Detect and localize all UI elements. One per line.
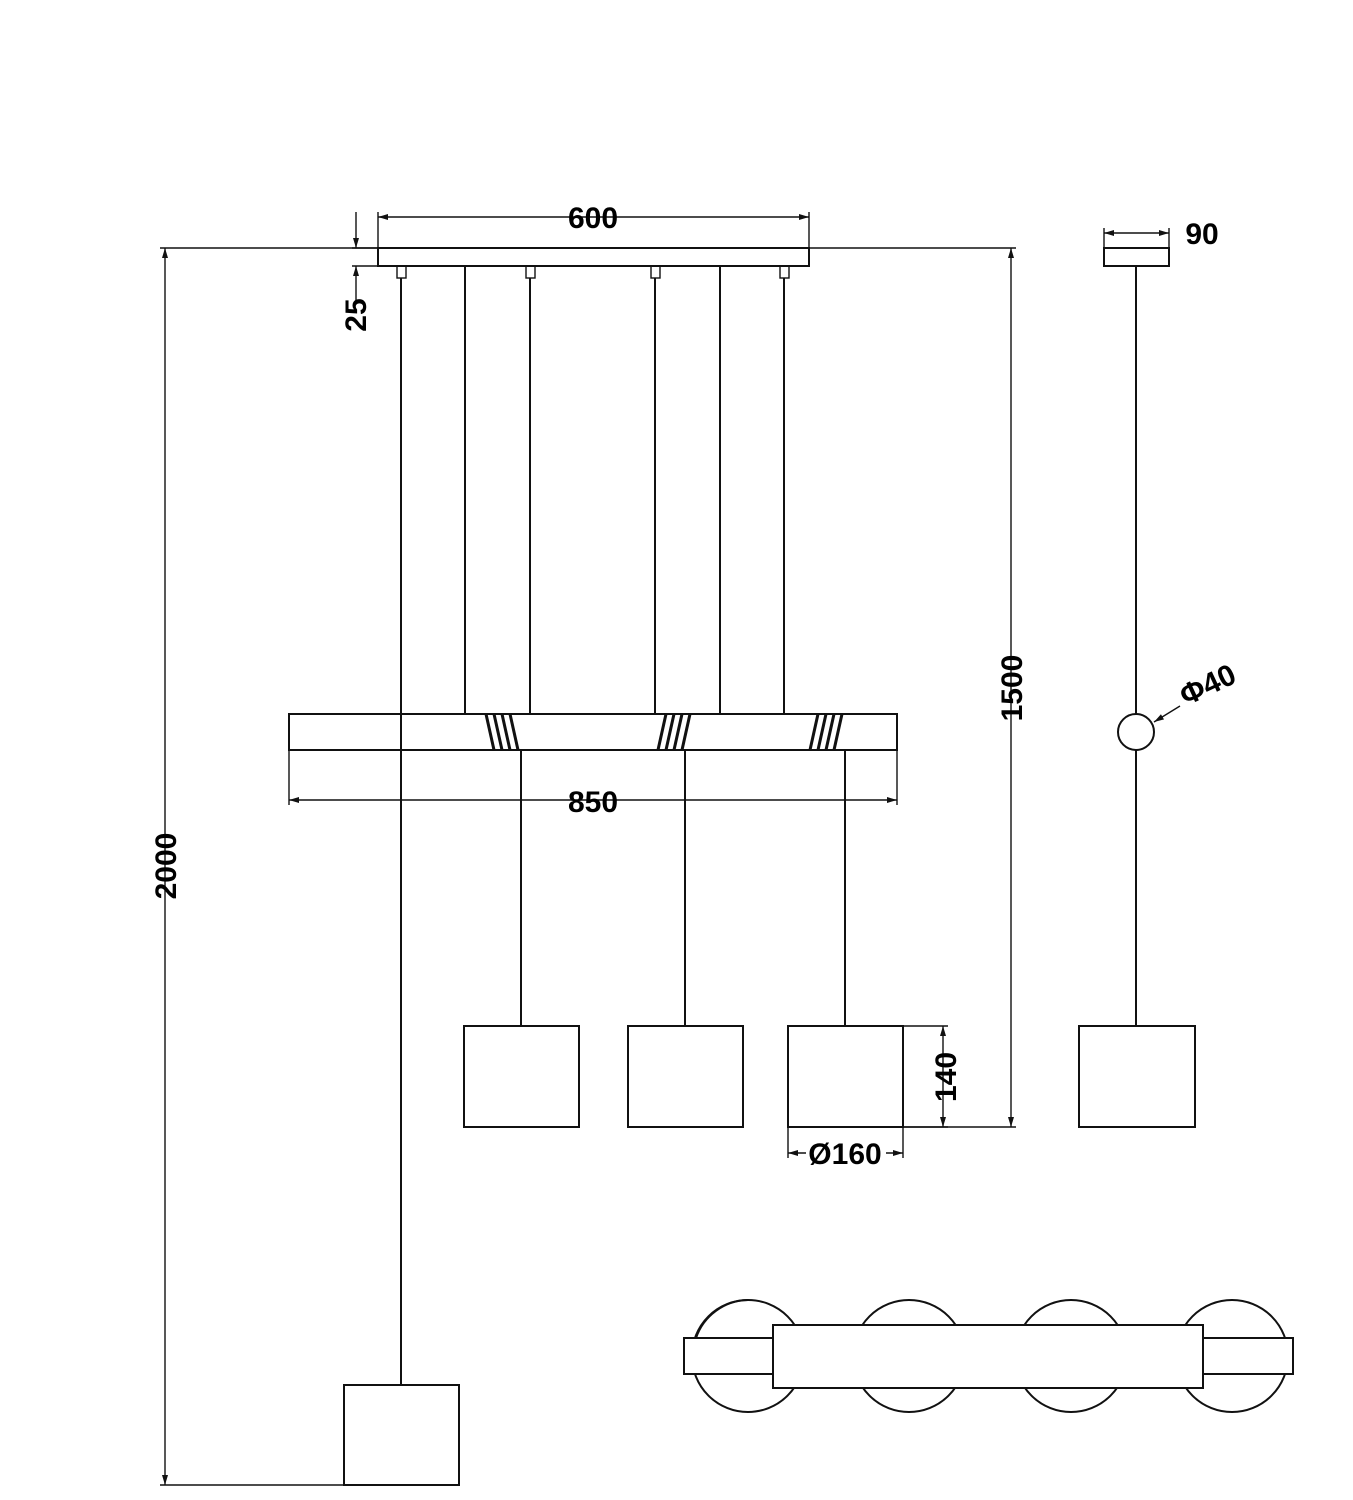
dimension-bar-width: 850: [288, 750, 898, 819]
top-bar: [772, 1324, 1204, 1389]
dimension-cable-joint: Φ40: [1153, 658, 1242, 723]
cable-wraps: [484, 713, 844, 751]
dimension-label: 140: [930, 1052, 963, 1102]
dimension-label: Φ40: [1175, 658, 1242, 712]
side-canopy: [1103, 247, 1170, 267]
dimension-label: 1500: [996, 655, 1029, 722]
shade-cables: [520, 750, 846, 1026]
dimension-label: 850: [568, 786, 618, 819]
suspension-cables: [464, 266, 785, 714]
dimension-label: 600: [568, 202, 618, 235]
canopy-fittings: [396, 265, 790, 279]
top-view: [683, 1299, 1294, 1413]
pendant-shade: [343, 1384, 460, 1486]
ceiling-canopy: [377, 247, 810, 267]
dimension-label: 25: [340, 298, 373, 331]
dimension-shade-height: 140: [903, 1025, 963, 1128]
dimension-label: 2000: [150, 833, 183, 900]
dimension-overall-height: 2000: [150, 247, 378, 1486]
side-shade: [1078, 1025, 1196, 1128]
front-view: [288, 247, 904, 1486]
dimension-canopy-width: 600: [377, 202, 810, 248]
dimension-label: Ø160: [808, 1138, 881, 1171]
dimension-drop-height: 1500: [809, 247, 1029, 1128]
pendant-shade: [463, 1025, 580, 1128]
pendant-shade: [787, 1025, 904, 1128]
dimension-label: 90: [1185, 218, 1218, 251]
dimension-shade-diameter: Ø160: [787, 1127, 904, 1171]
dimension-canopy-height: 25: [340, 212, 378, 332]
horizontal-bar: [288, 713, 898, 751]
dimension-side-canopy-width: 90: [1103, 218, 1219, 251]
cable-joint: [1117, 713, 1155, 751]
side-view: [1078, 247, 1196, 1128]
pendant-shade: [627, 1025, 744, 1128]
